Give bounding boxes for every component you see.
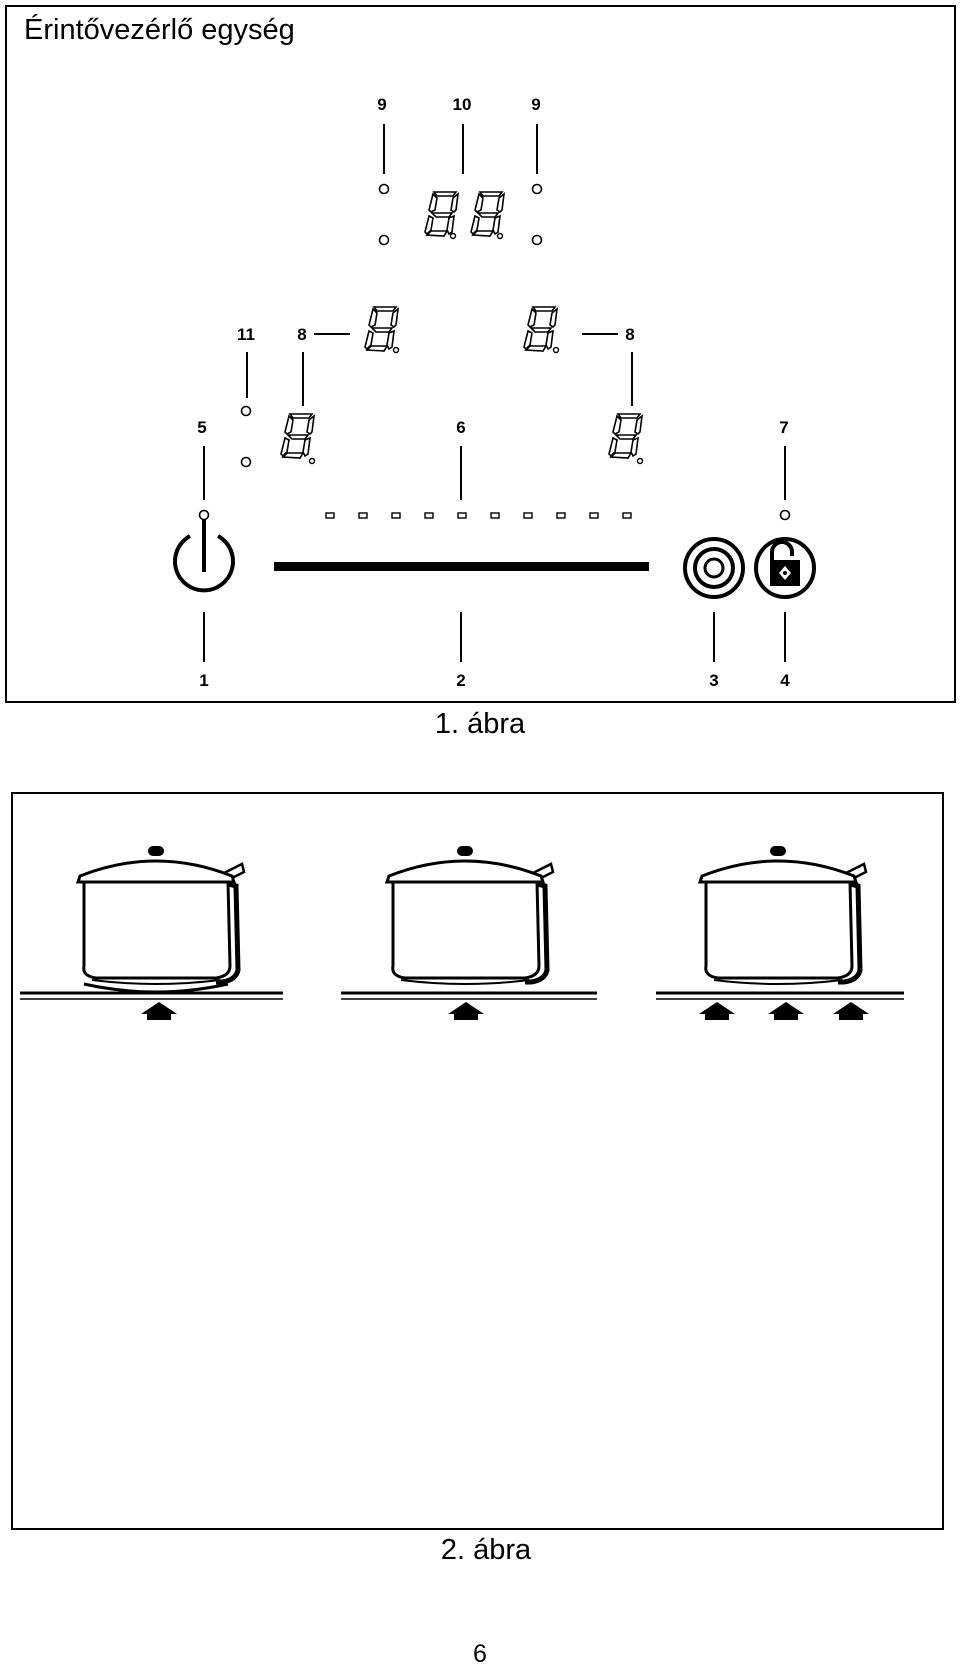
callout-9-right: 9 xyxy=(531,95,540,114)
zone-display-front-right xyxy=(608,413,644,465)
pot-correct-base xyxy=(700,846,866,984)
slider-level-indicators xyxy=(325,512,632,519)
slider-bar[interactable] xyxy=(274,562,649,571)
callout-7: 7 xyxy=(779,418,788,437)
lock-icon[interactable] xyxy=(754,537,816,599)
heat-arrow-2 xyxy=(448,1002,484,1020)
zone-display-rear-right xyxy=(523,306,560,354)
pot-medium-base xyxy=(387,846,553,984)
boost-icon[interactable] xyxy=(683,537,745,599)
heat-arrow-3a xyxy=(699,1002,735,1020)
power-icon[interactable] xyxy=(173,520,235,593)
callout-3: 3 xyxy=(709,671,718,690)
figure-1-frame xyxy=(5,5,956,703)
callout-10: 10 xyxy=(453,95,472,114)
callout-4: 4 xyxy=(780,671,790,690)
callout-8-right: 8 xyxy=(625,325,634,344)
indicator-dots xyxy=(198,405,791,521)
callout-9-left: 9 xyxy=(377,95,386,114)
panel-title: Érintővezérlő egység xyxy=(24,14,295,46)
timer-indicator-dots xyxy=(378,183,543,246)
callout-5: 5 xyxy=(197,418,206,437)
callout-11: 11 xyxy=(237,325,255,344)
figure-2-frame xyxy=(11,792,944,1530)
figure-1-caption: 1. ábra xyxy=(434,708,526,740)
callout-8-left: 8 xyxy=(297,325,306,344)
page-number: 6 xyxy=(473,1640,487,1668)
timer-display xyxy=(424,191,505,240)
zone-display-front-left xyxy=(280,413,316,465)
heat-arrow-3c xyxy=(833,1002,869,1020)
callout-6: 6 xyxy=(456,418,465,437)
heat-arrow-3b xyxy=(768,1002,804,1020)
leader-lines xyxy=(203,124,786,662)
callout-1: 1 xyxy=(199,671,208,690)
heat-arrow-1 xyxy=(141,1002,177,1020)
pot-small-base xyxy=(78,846,244,994)
figure-2-caption: 2. ábra xyxy=(440,1534,532,1566)
zone-display-rear-left xyxy=(364,306,400,354)
callout-2: 2 xyxy=(456,671,465,690)
